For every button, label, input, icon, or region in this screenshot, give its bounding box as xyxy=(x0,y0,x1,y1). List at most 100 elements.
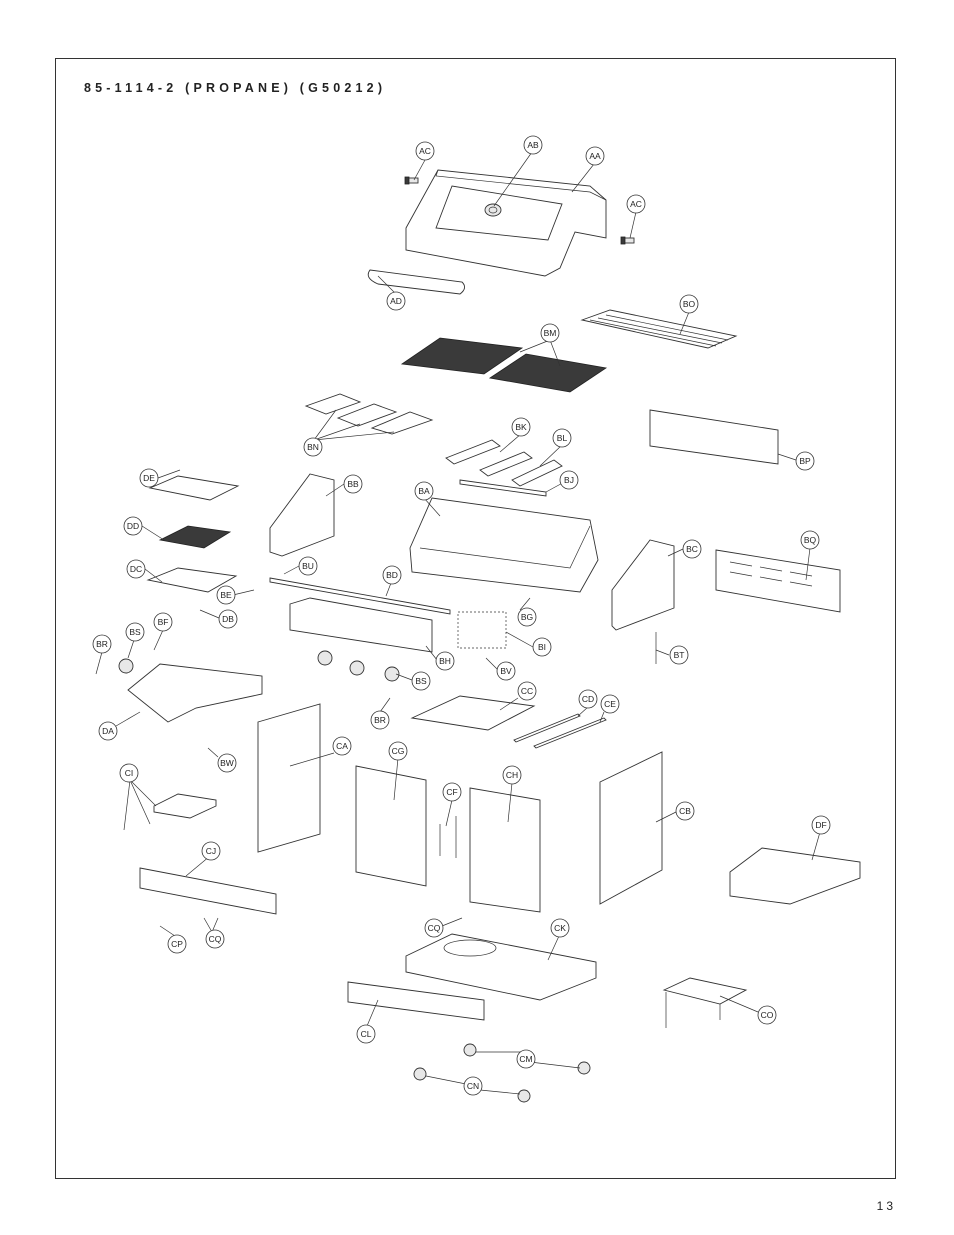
callout-BA: BA xyxy=(414,481,434,501)
part-lid xyxy=(405,169,607,277)
part-cart-side-left xyxy=(257,703,321,853)
svg-text:BF: BF xyxy=(158,617,169,627)
callout-CC: CC xyxy=(517,681,537,701)
svg-text:BT: BT xyxy=(674,650,685,660)
svg-text:BQ: BQ xyxy=(804,535,817,545)
svg-text:CD: CD xyxy=(582,694,594,704)
callout-BC: BC xyxy=(682,539,702,559)
svg-text:BA: BA xyxy=(418,486,430,496)
part-tank-rack xyxy=(662,977,748,1028)
part-cart-side-right xyxy=(599,751,663,905)
part-warming-rack xyxy=(580,309,738,349)
part-casters xyxy=(413,1043,591,1103)
part-burners xyxy=(445,439,563,487)
part-door-handles xyxy=(439,816,457,858)
callout-CH: CH xyxy=(502,765,522,785)
callout-BN: BN xyxy=(303,437,323,457)
svg-text:CN: CN xyxy=(467,1081,479,1091)
diagram-frame xyxy=(55,58,896,1179)
part-control-knobs xyxy=(118,650,400,682)
callout-BR2: BR xyxy=(370,710,390,730)
callout-CN: CN xyxy=(463,1076,483,1096)
part-control-panel xyxy=(289,597,433,653)
svg-text:AD: AD xyxy=(390,296,402,306)
callout-CF: CF xyxy=(442,782,462,802)
part-side-bracket-left xyxy=(269,473,335,557)
part-door-right xyxy=(469,787,541,913)
svg-text:BR: BR xyxy=(96,639,108,649)
callout-BG: BG xyxy=(517,607,537,627)
svg-text:BR: BR xyxy=(374,715,386,725)
callout-BU: BU xyxy=(298,556,318,576)
svg-text:BD: BD xyxy=(386,570,398,580)
callout-BT: BT xyxy=(669,645,689,665)
svg-text:CE: CE xyxy=(604,699,616,709)
svg-text:BM: BM xyxy=(544,328,557,338)
callout-BB: BB xyxy=(343,474,363,494)
callout-BR1: BR xyxy=(92,634,112,654)
callout-DB: DB xyxy=(218,609,238,629)
part-igniter-box xyxy=(457,611,507,649)
svg-text:BW: BW xyxy=(220,758,234,768)
svg-text:BL: BL xyxy=(557,433,568,443)
part-rear-heat-shield xyxy=(649,409,779,465)
part-flame-tamers xyxy=(304,393,434,435)
callout-BE: BE xyxy=(216,585,236,605)
svg-text:CO: CO xyxy=(761,1010,774,1020)
callout-DD: DD xyxy=(123,516,143,536)
svg-text:BI: BI xyxy=(538,642,546,652)
callout-BV: BV xyxy=(496,661,516,681)
part-carryover-tube xyxy=(459,479,547,497)
callout-DA: DA xyxy=(98,721,118,741)
callout-CJ: CJ xyxy=(201,841,221,861)
svg-text:CG: CG xyxy=(392,746,405,756)
svg-text:BJ: BJ xyxy=(564,475,574,485)
svg-text:CH: CH xyxy=(506,770,518,780)
part-side-burner-grate xyxy=(158,525,232,549)
svg-text:BP: BP xyxy=(799,456,811,466)
callout-BL: BL xyxy=(552,428,572,448)
part-tank-tray xyxy=(153,793,217,819)
part-lid-handle xyxy=(367,269,465,295)
svg-text:BG: BG xyxy=(521,612,533,622)
callout-BD: BD xyxy=(382,565,402,585)
svg-text:CA: CA xyxy=(336,741,348,751)
callout-DC: DC xyxy=(126,559,146,579)
callout-BP: BP xyxy=(795,451,815,471)
callout-BS2: BS xyxy=(411,671,431,691)
callout-BH: BH xyxy=(435,651,455,671)
callout-CO: CO xyxy=(757,1005,777,1025)
svg-text:BC: BC xyxy=(686,544,698,554)
part-lid-screw-right xyxy=(620,236,635,245)
part-side-bracket-right xyxy=(611,539,675,631)
svg-text:DE: DE xyxy=(143,473,155,483)
part-bottom-shelf xyxy=(405,933,597,1001)
svg-text:CJ: CJ xyxy=(206,846,216,856)
callout-CK: CK xyxy=(550,918,570,938)
page-number: 13 xyxy=(876,1199,896,1213)
leader-lines xyxy=(95,151,821,1095)
part-bottom-panel xyxy=(410,695,536,731)
part-lid-screw-left xyxy=(404,176,419,185)
svg-text:CM: CM xyxy=(519,1054,532,1064)
callout-CA: CA xyxy=(332,736,352,756)
diagram-title: 85-1114-2 (PROPANE) (G50212) xyxy=(84,81,387,95)
svg-text:DD: DD xyxy=(127,521,139,531)
svg-text:CF: CF xyxy=(446,787,457,797)
svg-text:BV: BV xyxy=(500,666,512,676)
callout-AC2: AC xyxy=(626,194,646,214)
svg-text:DA: DA xyxy=(102,726,114,736)
callout-BW: BW xyxy=(217,753,237,773)
svg-text:CP: CP xyxy=(171,939,183,949)
svg-text:DF: DF xyxy=(815,820,826,830)
callout-DF: DF xyxy=(811,815,831,835)
callout-CP: CP xyxy=(167,934,187,954)
svg-text:CC: CC xyxy=(521,686,533,696)
svg-text:AA: AA xyxy=(589,151,601,161)
callout-labels: AC AB AA AC AD BO BM BN BK BL BP DE BB B… xyxy=(92,135,831,1096)
callout-BQ: BQ xyxy=(800,530,820,550)
callout-AB: AB xyxy=(523,135,543,155)
part-rail-rear xyxy=(533,717,607,749)
part-rear-panel xyxy=(715,549,841,613)
